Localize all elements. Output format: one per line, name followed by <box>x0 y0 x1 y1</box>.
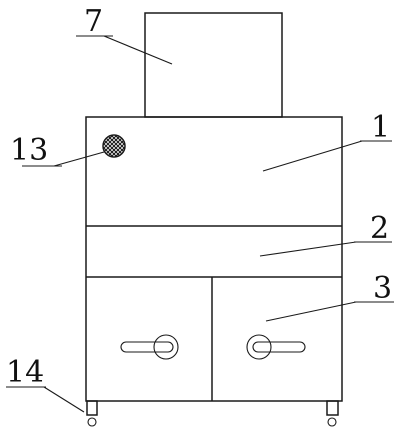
vent-hatch-line <box>113 135 125 157</box>
right-foot-base <box>327 417 337 427</box>
left-door-handle-icon <box>120 334 179 360</box>
vent-hatch-line <box>126 134 150 158</box>
vent-hatch-line <box>105 135 125 157</box>
leader-line-1 <box>262 140 363 172</box>
label-3: 3 <box>373 271 392 306</box>
left-foot-base <box>87 417 97 427</box>
vent-hatch-line <box>126 134 150 158</box>
label-1: 1 <box>371 110 390 145</box>
leader-line-3 <box>265 301 357 322</box>
label-7: 7 <box>84 4 103 39</box>
vent-hatch-line <box>109 135 125 157</box>
vent-hatch-line <box>113 135 125 157</box>
leader-line-2 <box>259 241 357 257</box>
vent-hatch-line <box>78 134 102 158</box>
right-foot <box>326 400 339 416</box>
right-door-handle-icon <box>246 334 306 360</box>
left-foot <box>86 400 98 416</box>
label-2: 2 <box>370 211 389 246</box>
leader-line-7 <box>103 35 173 65</box>
vent-hatch-line <box>78 134 102 158</box>
leader-line-13 <box>53 151 105 167</box>
label-13: 13 <box>10 133 48 168</box>
crosshatched-circle-icon <box>78 134 150 158</box>
label-14: 14 <box>6 355 44 390</box>
leader-line-14 <box>43 386 85 413</box>
cabinet-body <box>85 116 343 402</box>
hopper <box>144 12 283 118</box>
